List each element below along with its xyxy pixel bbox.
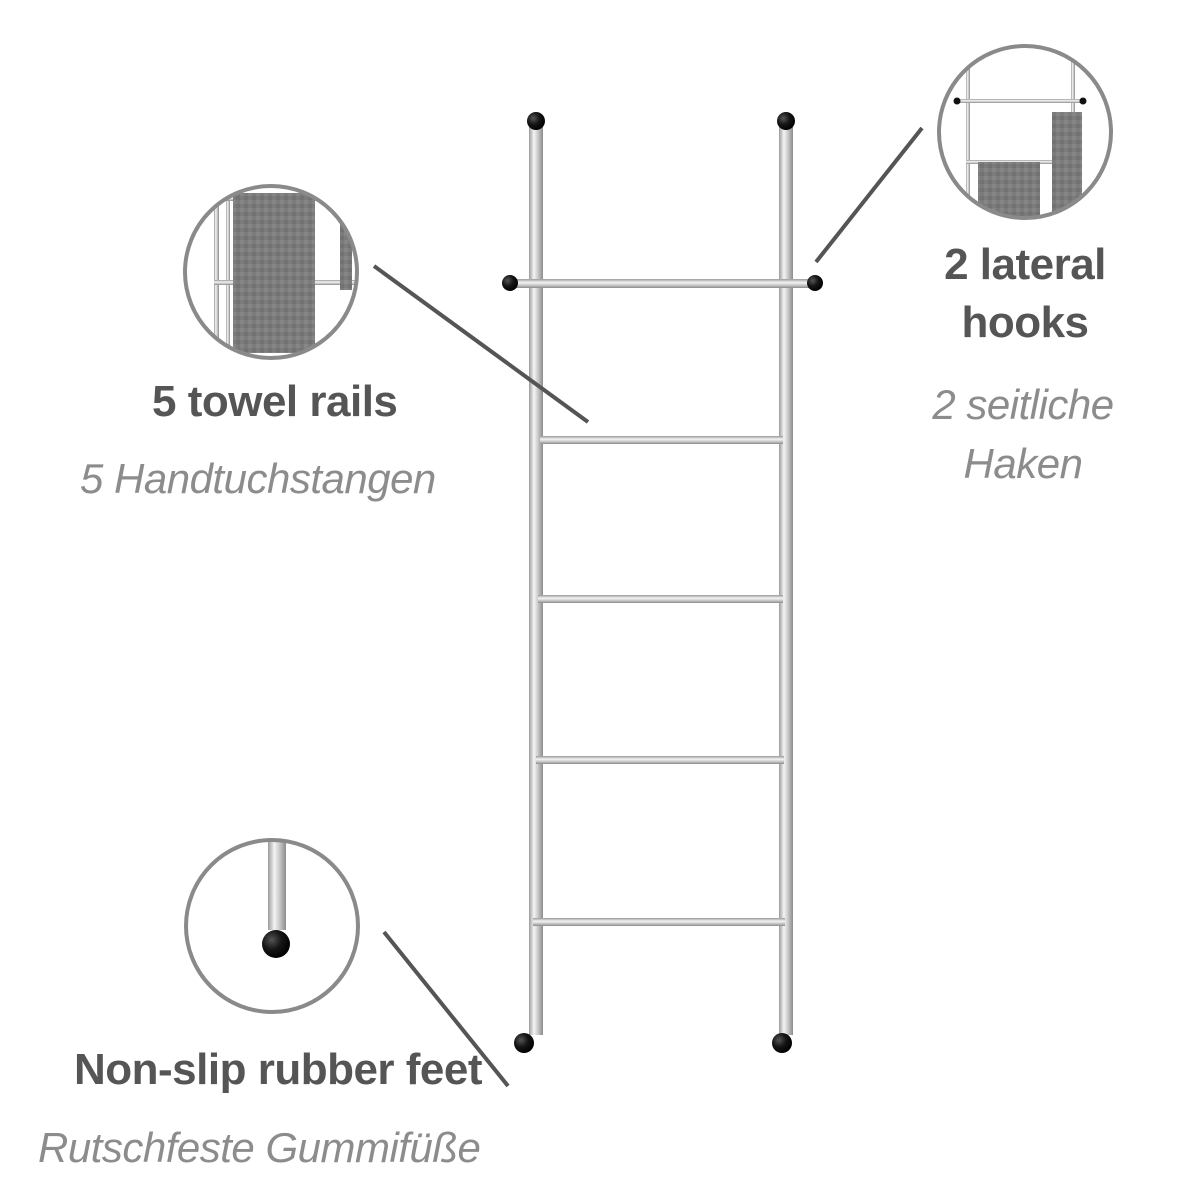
towel-rail-detail-icon: [183, 184, 359, 360]
hooks-title-de-line1: 2 seitliche: [932, 381, 1114, 428]
rubber-foot-right: [772, 1033, 792, 1053]
ladder-rail-3: [538, 595, 783, 603]
pointer-line-feet: [382, 930, 510, 1088]
feet-title-en: Non-slip rubber feet: [74, 1045, 483, 1094]
hooks-title-en-line2: hooks: [961, 298, 1089, 347]
hooks-title-en-line1: 2 lateral: [944, 240, 1106, 289]
pointer-line-hooks: [814, 126, 924, 264]
ladder-rail-2: [540, 436, 783, 444]
pole-cap-left: [527, 112, 545, 130]
rails-title-de: 5 Handtuchstangen: [80, 455, 436, 502]
ladder-rail-1: [508, 279, 814, 288]
ladder-left-pole: [529, 125, 543, 1035]
ladder-illustration: [502, 112, 823, 1053]
ladder-rail-5: [533, 918, 785, 926]
feet-title-de: Rutschfeste Gummifüße: [38, 1124, 481, 1171]
hook-ball-left: [502, 275, 518, 291]
ladder-right-pole: [779, 125, 793, 1035]
pole-cap-right: [777, 112, 795, 130]
rubber-foot-detail-icon: [184, 838, 360, 1014]
hook-ball-right: [807, 275, 823, 291]
rubber-foot-left: [514, 1033, 534, 1053]
rails-title-en: 5 towel rails: [152, 377, 398, 426]
pointer-line-rails: [372, 264, 590, 424]
ladder-rail-4: [536, 756, 784, 764]
hook-detail-icon: [937, 44, 1113, 220]
hooks-title-de-line2: Haken: [963, 440, 1083, 487]
